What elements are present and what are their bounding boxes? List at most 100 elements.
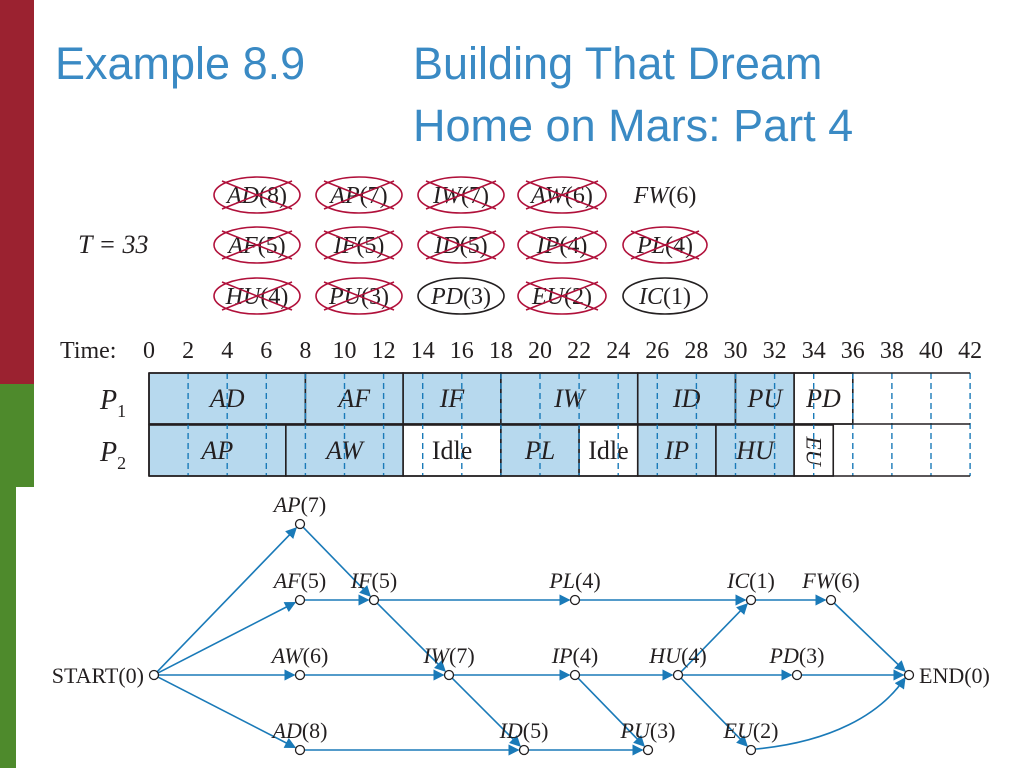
- cross-out-oval: [213, 176, 301, 214]
- cross-out-oval: [213, 277, 301, 315]
- task-entry: AW(6): [517, 176, 607, 214]
- node-label: AW(6): [270, 643, 329, 668]
- node-label: START(0): [52, 663, 144, 688]
- schedule-cell-label: IF: [439, 384, 466, 413]
- vertex-dot: [294, 669, 306, 681]
- vertex-dot: [569, 594, 581, 606]
- vertex-dot: [443, 669, 455, 681]
- vertex-dot: [642, 744, 654, 756]
- schedule-cell-label: AF: [336, 384, 371, 413]
- vertex-dot: [745, 594, 757, 606]
- task-entry: AP(7): [315, 176, 403, 214]
- task-entry: AF(5): [213, 226, 301, 264]
- cross-out-stroke: [425, 230, 497, 260]
- schedule-time-label: Time:: [60, 338, 116, 364]
- schedule-cell-label: AD: [208, 384, 245, 413]
- node-label: IC(1): [726, 568, 775, 593]
- node-label: IF(5): [350, 568, 397, 593]
- schedule-cell-label: IP: [664, 436, 690, 465]
- circle-oval: [622, 277, 708, 315]
- node-label: AD(8): [271, 718, 328, 743]
- cross-out-stroke: [525, 230, 599, 260]
- project-digraph: START(0)AP(7)AF(5)AW(6)AD(8)IF(5)PL(4)IW…: [52, 492, 990, 756]
- node-label: IP(4): [551, 643, 598, 668]
- schedule-tick: 38: [880, 338, 904, 364]
- digraph-edge: [755, 677, 906, 750]
- title-line-1: Building That Dream: [413, 38, 823, 89]
- schedule-cell-label: AW: [324, 436, 365, 465]
- task-entry: IW(7): [417, 176, 505, 214]
- node-label: IW(7): [422, 643, 474, 668]
- schedule-tick: 8: [299, 338, 311, 364]
- schedule-tick: 34: [802, 338, 826, 364]
- schedule-tick: 26: [645, 338, 669, 364]
- schedule-cell-label: PL: [524, 436, 555, 465]
- cross-out-stroke: [221, 281, 293, 311]
- task-entry: PL(4): [622, 226, 708, 264]
- task-entry: FW(6): [633, 183, 697, 209]
- cross-out-oval: [315, 226, 403, 264]
- digraph-node: IP(4): [551, 643, 598, 681]
- digraph-edge: [680, 603, 748, 673]
- node-label: AP(7): [272, 492, 327, 517]
- digraph-node: IF(5): [350, 568, 397, 606]
- digraph-node: START(0): [52, 663, 160, 688]
- task-entry: IC(1): [622, 277, 708, 315]
- cross-out-oval: [517, 277, 607, 315]
- vertex-dot: [294, 518, 306, 530]
- vertex-dot: [791, 669, 803, 681]
- vertex-dot: [368, 594, 380, 606]
- cross-out-oval: [417, 226, 505, 264]
- digraph-node: HU(4): [648, 643, 707, 681]
- vertex-dot: [672, 669, 684, 681]
- cross-out-stroke: [525, 180, 599, 210]
- schedule-tick: 12: [372, 338, 396, 364]
- cross-out-oval: [417, 176, 505, 214]
- vertex-dot: [518, 744, 530, 756]
- schedule-tick: 14: [411, 338, 435, 364]
- accent-bar-red: [0, 0, 34, 384]
- digraph-node: EU(2): [723, 718, 778, 756]
- schedule-tick: 32: [763, 338, 787, 364]
- digraph-node: IW(7): [422, 643, 475, 681]
- digraph-node: ID(5): [499, 718, 549, 756]
- cross-out-stroke: [630, 230, 700, 260]
- vertex-dot: [148, 669, 160, 681]
- cross-out-oval: [517, 176, 607, 214]
- task-entry: ID(5): [417, 226, 505, 264]
- digraph-node: AD(8): [271, 718, 328, 756]
- schedule-cell-label: AP: [200, 436, 234, 465]
- node-label: HU(4): [648, 643, 706, 668]
- digraph-edge: [376, 602, 446, 672]
- digraph-edge: [680, 677, 748, 747]
- vertex-dot: [294, 594, 306, 606]
- schedule-cell-label: Idle: [588, 436, 628, 465]
- digraph-edge: [156, 527, 297, 673]
- task-entry: AD(8): [213, 176, 301, 214]
- list-time-label: T = 33: [78, 230, 149, 259]
- priority-list: T = 33 AD(8)AP(7)IW(7)AW(6)FW(6)AF(5)IF(…: [78, 176, 708, 315]
- schedule-cell-label: PD: [805, 384, 841, 413]
- node-label: FW(6): [801, 568, 859, 593]
- node-label: ID(5): [499, 718, 549, 743]
- digraph-edge: [302, 526, 371, 597]
- digraph-edge: [157, 601, 297, 674]
- schedule-tick: 42: [958, 338, 982, 364]
- schedule-tick: 16: [450, 338, 474, 364]
- task-entry: PU(3): [315, 277, 403, 315]
- digraph-edge: [451, 677, 521, 747]
- digraph-edge: [577, 677, 645, 747]
- cross-out-stroke: [425, 180, 497, 210]
- schedule-cell-label: EU: [802, 435, 827, 467]
- task-entry: HU(4): [213, 277, 301, 315]
- cross-out-oval: [213, 226, 301, 264]
- digraph-node: AW(6): [270, 643, 329, 681]
- vertex-dot: [745, 744, 757, 756]
- task-label: AD(8): [225, 183, 287, 209]
- node-label: PD(3): [769, 643, 825, 668]
- digraph-node: FW(6): [801, 568, 860, 606]
- schedule-tick: 4: [221, 338, 233, 364]
- digraph-node: AF(5): [272, 568, 326, 606]
